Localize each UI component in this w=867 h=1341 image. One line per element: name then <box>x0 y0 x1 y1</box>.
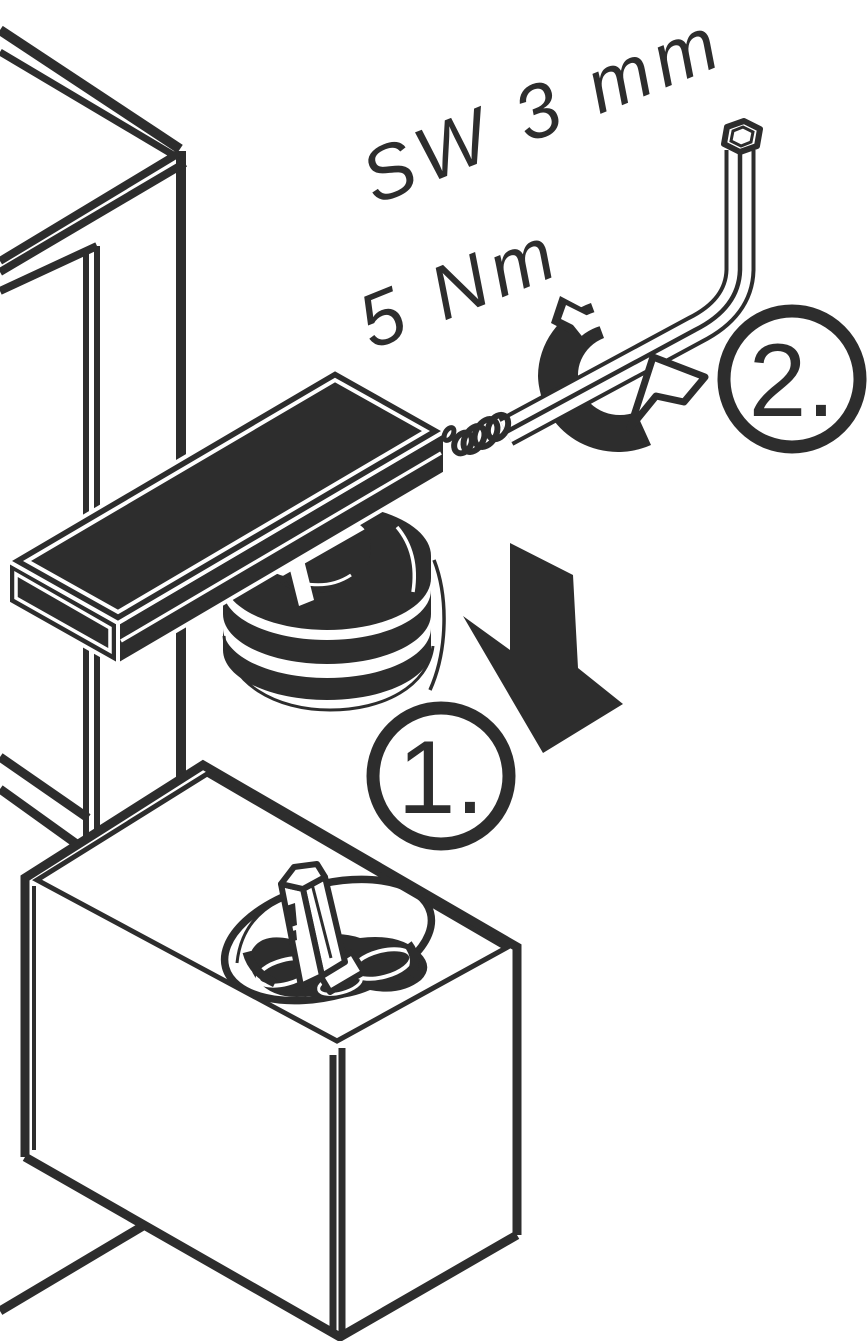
mounting-hole <box>220 861 436 1005</box>
allen-key <box>441 118 763 457</box>
step-2-label: 2. <box>749 323 836 439</box>
spout-bar <box>3 365 450 669</box>
step-2-badge: 2. <box>717 304 867 454</box>
step-1-badge: 1. <box>366 701 516 851</box>
mounting-post <box>278 861 367 995</box>
step-2-circle <box>717 304 867 454</box>
step-1-circle <box>366 701 516 851</box>
rotation-arrowhead <box>626 353 709 432</box>
allen-key-shaft <box>498 150 756 446</box>
step-1-label: 1. <box>398 720 485 836</box>
set-screw-threads <box>441 411 512 457</box>
mounting-body <box>20 759 522 1341</box>
allen-key-hex-top <box>721 118 763 155</box>
insert-arrow <box>463 543 623 753</box>
